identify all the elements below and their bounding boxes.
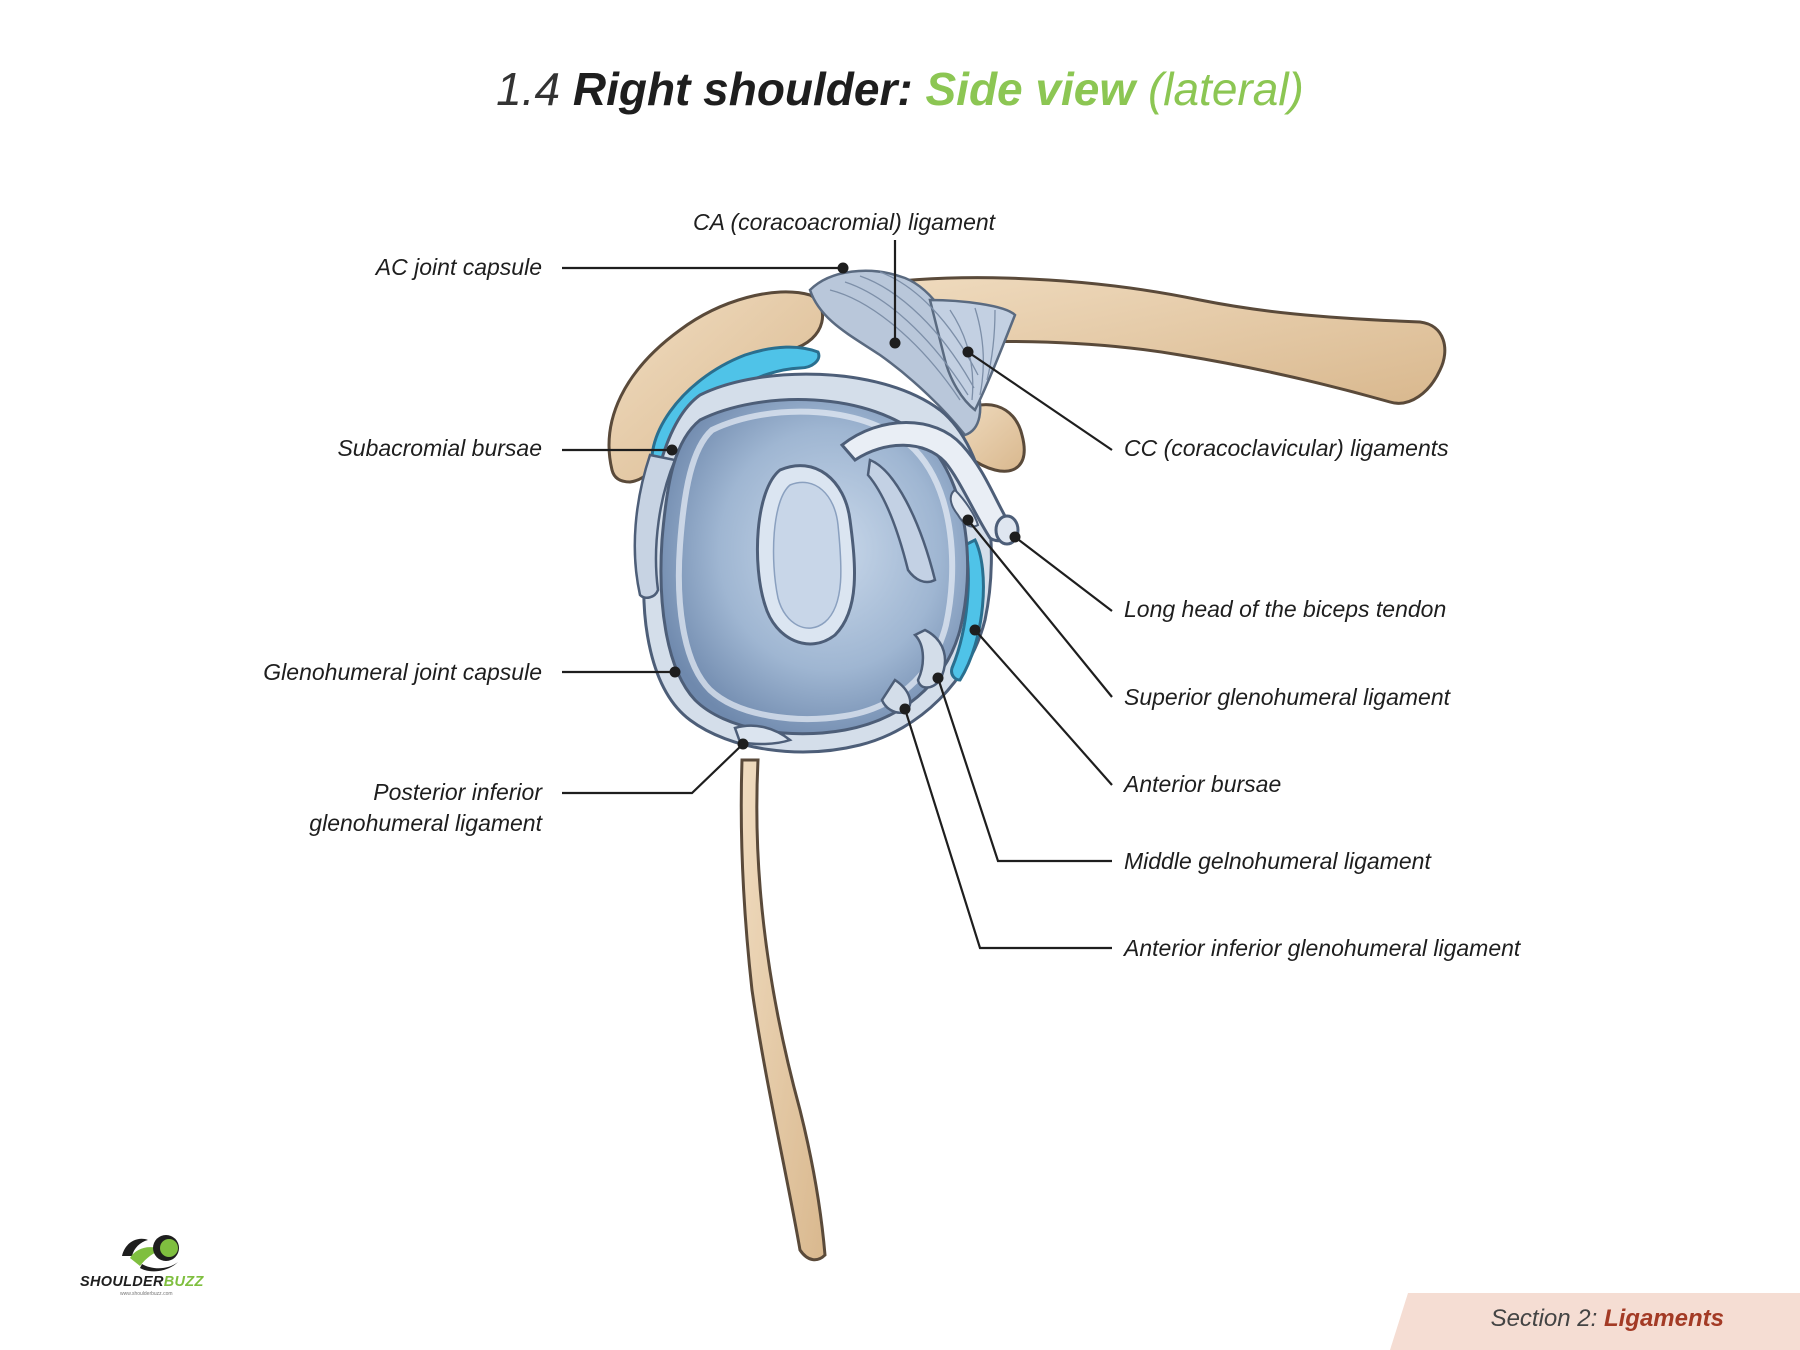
label-superior-gh: Superior glenohumeral ligament	[1124, 684, 1451, 710]
dot-ca-ligament	[889, 337, 901, 349]
label-gh-joint-capsule: Glenohumeral joint capsule	[263, 659, 542, 685]
label-ac-joint-capsule: AC joint capsule	[375, 254, 542, 280]
title-qualifier: (lateral)	[1147, 63, 1304, 115]
shoulderbuzz-logo: SHOULDERBUZZ www.shoulderbuzz.com	[80, 1228, 220, 1298]
title-colon: :	[897, 63, 913, 115]
dot-gh-capsule	[669, 666, 681, 678]
superior-fold	[866, 458, 937, 584]
scapula-body	[739, 758, 827, 1262]
dot-subacromial	[666, 444, 678, 456]
dot-biceps	[1009, 531, 1021, 543]
footer-background	[1390, 1293, 1800, 1350]
footer-text: Section 2: Ligaments	[1491, 1305, 1724, 1333]
label-subacromial-bursae: Subacromial bursae	[337, 435, 542, 461]
label-anterior-bursae: Anterior bursae	[1124, 771, 1282, 797]
section-footer: Section 2: Ligaments	[1390, 1293, 1800, 1350]
logo-name-part2: BUZZ	[163, 1274, 204, 1290]
label-cc-ligaments: CC (coracoclavicular) ligaments	[1124, 435, 1449, 461]
leader-lines	[562, 240, 1113, 950]
leader-biceps	[1014, 536, 1113, 612]
label-posterior-inferior-2: glenohumeral ligament	[309, 810, 542, 836]
label-long-head-biceps: Long head of the biceps tendon	[1124, 596, 1447, 622]
label-ca-ligament: CA (coracoacromial) ligament	[693, 209, 996, 235]
leader-middle-gh	[936, 677, 1112, 863]
leader-anterior-inferior	[903, 708, 1112, 950]
dot-posterior-inferior	[737, 738, 749, 750]
leader-superior-gh	[967, 519, 1113, 698]
dot-ac-joint	[837, 262, 849, 274]
leader-dots	[666, 262, 1021, 750]
footer-topic: Ligaments	[1603, 1305, 1724, 1332]
dot-anterior-inferior	[899, 703, 911, 715]
footer-section: Section 2:	[1490, 1305, 1598, 1332]
logo-wordmark: SHOULDERBUZZ	[80, 1274, 220, 1290]
title-view: Side view	[925, 63, 1136, 115]
title-number: 1.4	[496, 63, 561, 115]
capsule-posterior-band	[633, 453, 677, 599]
leader-cc	[967, 351, 1113, 451]
page-title: 1.4 Right shoulder: Side view (lateral)	[0, 62, 1800, 116]
posterior-inferior-band	[733, 724, 793, 746]
logo-name-part1: SHOULDER	[80, 1274, 164, 1290]
dot-anterior-bursae	[969, 624, 981, 636]
label-anterior-inferior-gh: Anterior inferior glenohumeral ligament	[1124, 935, 1521, 961]
logo-mark-icon	[122, 1235, 179, 1272]
dot-superior-gh	[962, 514, 974, 526]
label-middle-gh: Middle gelnohumeral ligament	[1124, 848, 1431, 874]
leader-anterior-bursae	[974, 629, 1113, 786]
dot-cc	[962, 346, 974, 358]
dot-middle-gh	[932, 672, 944, 684]
label-posterior-inferior-1: Posterior inferior	[373, 779, 542, 805]
logo-url: www.shoulderbuzz.com	[120, 1291, 173, 1297]
leader-posterior-inferior	[562, 743, 744, 795]
title-main: Right shoulder	[572, 63, 898, 115]
